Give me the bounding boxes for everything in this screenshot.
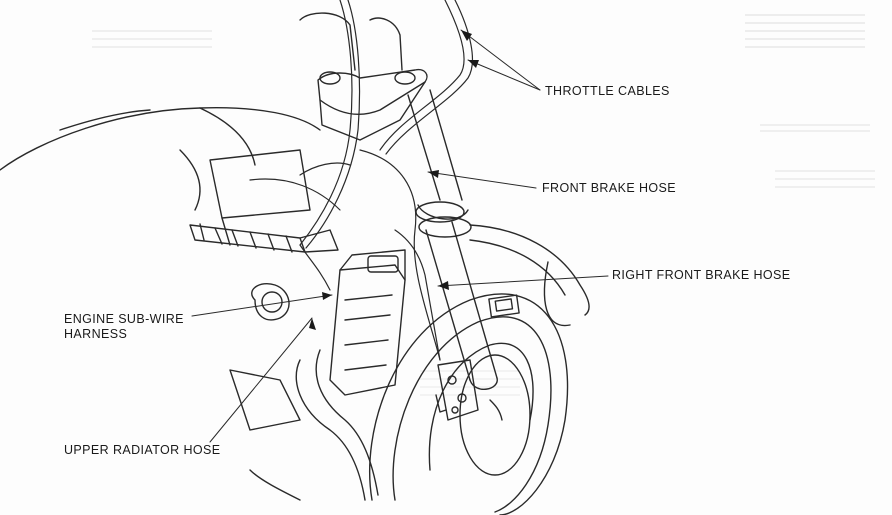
front-fork <box>407 89 498 390</box>
bleed-through-text <box>745 14 865 54</box>
radiator-reservoir <box>329 249 406 396</box>
fuel-tank <box>0 107 321 246</box>
leader-arrowheads <box>309 30 479 330</box>
leader-throttle-1 <box>460 29 541 91</box>
leader-upper-radiator <box>209 317 313 443</box>
label-upper-radiator-hose: UPPER RADIATOR HOSE <box>64 443 221 457</box>
bleed-through-text <box>420 370 520 398</box>
triple-clamp <box>299 12 428 141</box>
leader-throttle-2 <box>467 59 541 91</box>
handlebar <box>189 223 339 253</box>
label-right-front-brake-hose: RIGHT FRONT BRAKE HOSE <box>612 268 791 282</box>
lower-engine <box>229 283 379 501</box>
leader-engine-sub-wire <box>191 294 333 317</box>
front-tire <box>369 293 569 515</box>
label-throttle-cables: THROTTLE CABLES <box>545 84 670 98</box>
leader-lines <box>191 29 609 443</box>
leader-right-front-brake <box>437 275 609 287</box>
cable-routing <box>249 0 474 361</box>
front-fender <box>469 224 590 327</box>
label-front-brake-hose: FRONT BRAKE HOSE <box>542 181 676 195</box>
bleed-through-text <box>775 170 875 190</box>
label-engine-sub-wire-harness: ENGINE SUB-WIRE HARNESS <box>64 312 184 341</box>
brake-caliper <box>435 359 503 421</box>
leader-front-brake <box>427 171 537 189</box>
bleed-through-text <box>760 124 870 134</box>
bleed-through-text <box>92 30 212 50</box>
